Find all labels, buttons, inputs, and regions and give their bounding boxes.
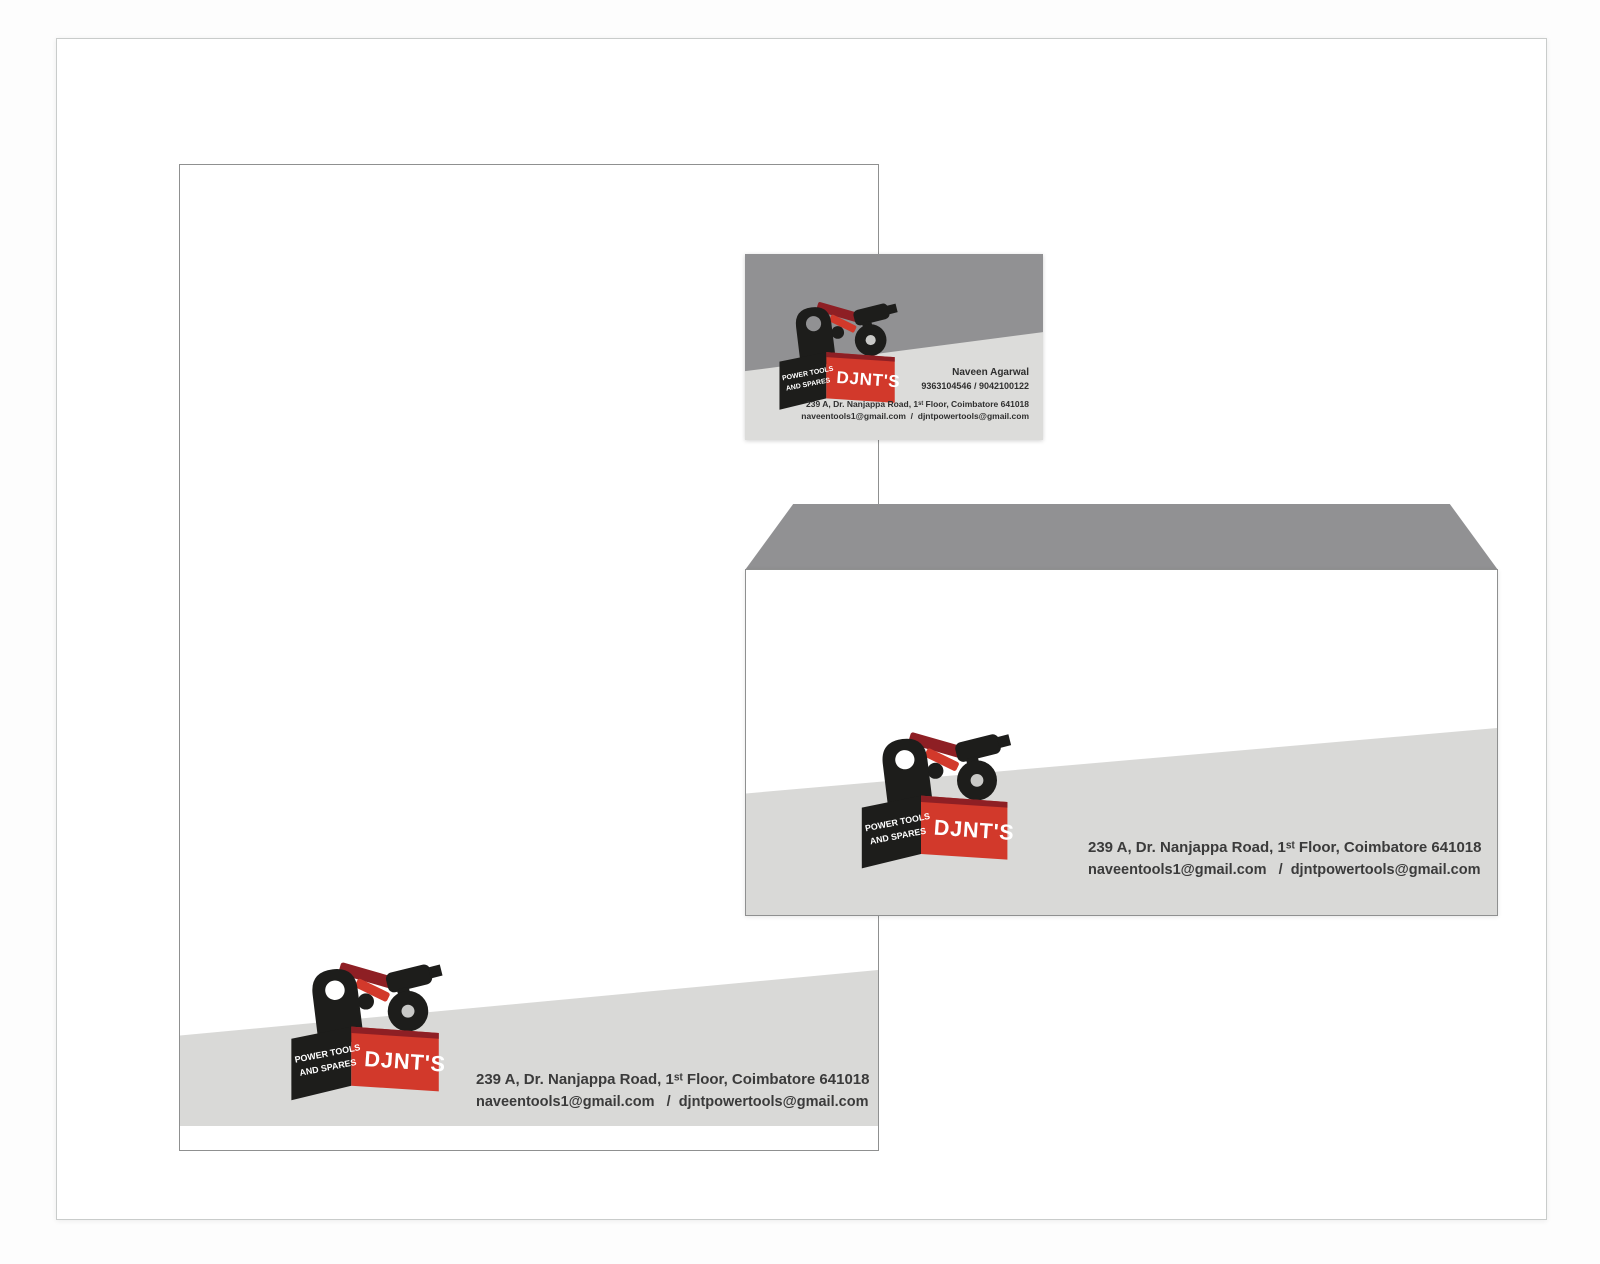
business-card-phones: 9363104546 / 9042100122 bbox=[921, 380, 1029, 391]
toolbox-logo-icon: POWER TOOLS AND SPARES DJNT'S bbox=[779, 302, 901, 410]
toolbox-front-panel bbox=[351, 1026, 439, 1092]
logo-brand-name: DJNT'S bbox=[836, 368, 901, 391]
envelope-emails: naveentools1@gmail.com / djntpowertools@… bbox=[1088, 862, 1481, 879]
letterhead-logo: POWER TOOLS AND SPARES DJNT'S bbox=[270, 948, 465, 1110]
toolbox-tools-icon bbox=[908, 732, 1012, 801]
business-card-address: 239 A, Dr. Nanjappa Road, 1ˢᵗ Floor, Coi… bbox=[806, 398, 1029, 409]
toolbox-logo-icon: POWER TOOLS AND SPARES DJNT'S bbox=[291, 962, 447, 1101]
letterhead-emails: naveentools1@gmail.com / djntpowertools@… bbox=[476, 1094, 869, 1111]
envelope-flap bbox=[745, 504, 1498, 570]
toolbox-front-panel bbox=[826, 352, 895, 403]
stationery-artboard: POWER TOOLS AND SPARES DJNT'S 239 A, Dr.… bbox=[56, 38, 1547, 1220]
business-card-contact-block: Naveen Agarwal 9363104546 / 9042100122 2… bbox=[801, 366, 1029, 422]
logo-brand-name: DJNT'S bbox=[933, 815, 1015, 846]
toolbox-front-lip bbox=[826, 352, 895, 362]
business-card-contact-name: Naveen Agarwal bbox=[952, 367, 1029, 378]
business-card-emails: naveentools1@gmail.com / djntpowertools@… bbox=[801, 410, 1029, 421]
toolbox-tools-icon bbox=[338, 962, 443, 1032]
business-card-logo: POWER TOOLS AND SPARES DJNT'S bbox=[763, 290, 915, 418]
toolbox-front-lip bbox=[921, 795, 1008, 808]
toolbox-side-panel bbox=[861, 795, 921, 869]
toolbox-front-panel bbox=[921, 795, 1008, 860]
business-card: POWER TOOLS AND SPARES DJNT'S Naveen Aga… bbox=[745, 254, 1043, 440]
envelope-body: POWER TOOLS AND SPARES DJNT'S 239 A, Dr.… bbox=[745, 569, 1498, 916]
toolbox-logo-icon: POWER TOOLS AND SPARES DJNT'S bbox=[861, 732, 1015, 869]
toolbox-side-panel bbox=[291, 1026, 352, 1101]
envelope-address: 239 A, Dr. Nanjappa Road, 1ˢᵗ Floor, Coi… bbox=[1088, 839, 1482, 856]
toolbox-side-panel bbox=[779, 352, 827, 410]
envelope-contact-block: 239 A, Dr. Nanjappa Road, 1ˢᵗ Floor, Coi… bbox=[1088, 836, 1481, 882]
letterhead-contact-block: 239 A, Dr. Nanjappa Road, 1ˢᵗ Floor, Coi… bbox=[476, 1068, 869, 1114]
toolbox-front-lip bbox=[351, 1026, 439, 1039]
letterhead-address: 239 A, Dr. Nanjappa Road, 1ˢᵗ Floor, Coi… bbox=[476, 1071, 870, 1088]
logo-brand-name: DJNT'S bbox=[364, 1046, 447, 1077]
toolbox-tools-icon bbox=[816, 302, 898, 356]
envelope-logo: POWER TOOLS AND SPARES DJNT'S bbox=[841, 716, 1033, 880]
